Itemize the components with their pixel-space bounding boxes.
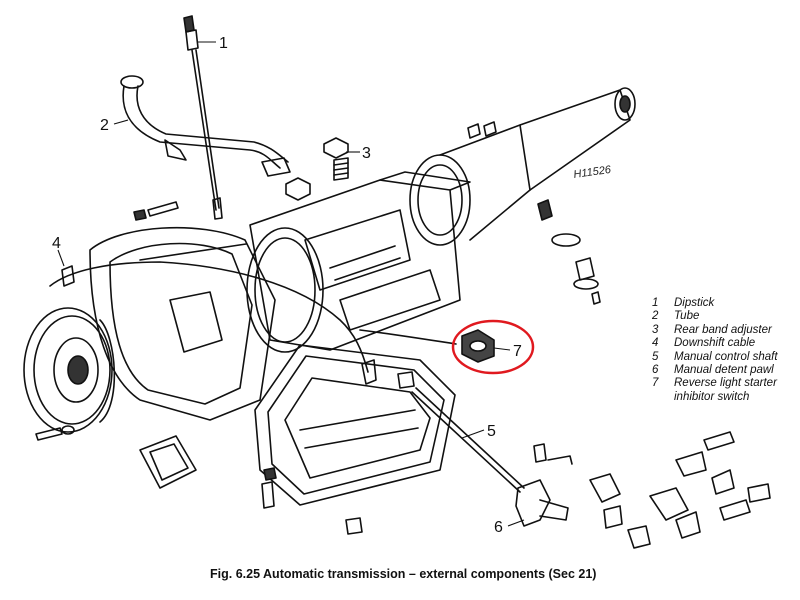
converter-housing-part [89,226,276,421]
inhibitor-switch-lead [359,329,457,345]
leader-line-7 [493,347,511,351]
legend-number: 4 [652,337,659,350]
leader-line-6 [507,519,525,527]
callout-7: 7 [513,343,522,360]
sump-pan-part [254,344,456,506]
callout-3: 3 [362,145,371,162]
callout-6: 6 [494,519,503,536]
legend-label: Manual detent pawl [674,364,774,377]
manual-control-shaft-part [397,371,525,493]
legend-label: Dipstick [674,297,715,309]
legend-item: 3 Rear band adjuster [652,324,800,337]
linkage-parts [533,431,771,549]
legend-label: Reverse light starter [674,377,777,390]
downshift-cable-part [49,261,377,385]
legend-label-continuation: inhibitor switch [674,390,750,403]
legend-item: 2 Tube [652,310,800,323]
legend-label: Downshift cable [674,337,756,350]
callout-2: 2 [100,117,109,134]
legend-item: 7 Reverse light starter [652,377,800,390]
misc-bolts [35,201,363,535]
extension-housing-part [409,87,636,246]
legend-item: 4 Downshift cable [652,337,800,350]
legend-number: 1 [652,297,659,309]
legend-number: 7 [652,377,659,390]
parts-legend: 1 Dipstick 2 Tube 3 Rear band adjuster 4… [652,297,800,404]
callout-4: 4 [52,235,61,252]
leader-line-5 [461,429,485,439]
speedo-drive-parts [467,121,601,305]
legend-item: 5 Manual control shaft [652,351,800,364]
manual-detent-pawl-part [515,479,569,527]
inhibitor-switch-part [461,329,495,363]
dipstick-part [183,15,223,220]
legend-number: 5 [652,350,659,363]
legend-label: Tube [674,310,700,323]
legend-number: 6 [652,364,659,377]
legend-label: Rear band adjuster [674,323,772,336]
callout-5: 5 [487,423,496,440]
legend-number: 3 [652,323,659,336]
transmission-case-part [246,171,471,353]
legend-label: Manual control shaft [674,350,778,363]
legend-number: 2 [652,310,659,323]
callout-1: 1 [219,35,228,52]
highlight-ring [451,319,535,375]
figure-caption: Fig. 6.25 Automatic transmission – exter… [210,567,597,581]
torque-converter-part [23,307,116,433]
leader-line-2 [113,119,129,125]
rear-band-adjuster-part [285,137,349,201]
legend-item: 6 Manual detent pawl [652,364,800,377]
drawing-code: H11526 [573,164,613,181]
leader-line-4 [57,249,65,267]
dipstick-tube-part [120,75,291,177]
gasket-part [139,435,197,489]
legend-item: 1 Dipstick [652,297,800,310]
